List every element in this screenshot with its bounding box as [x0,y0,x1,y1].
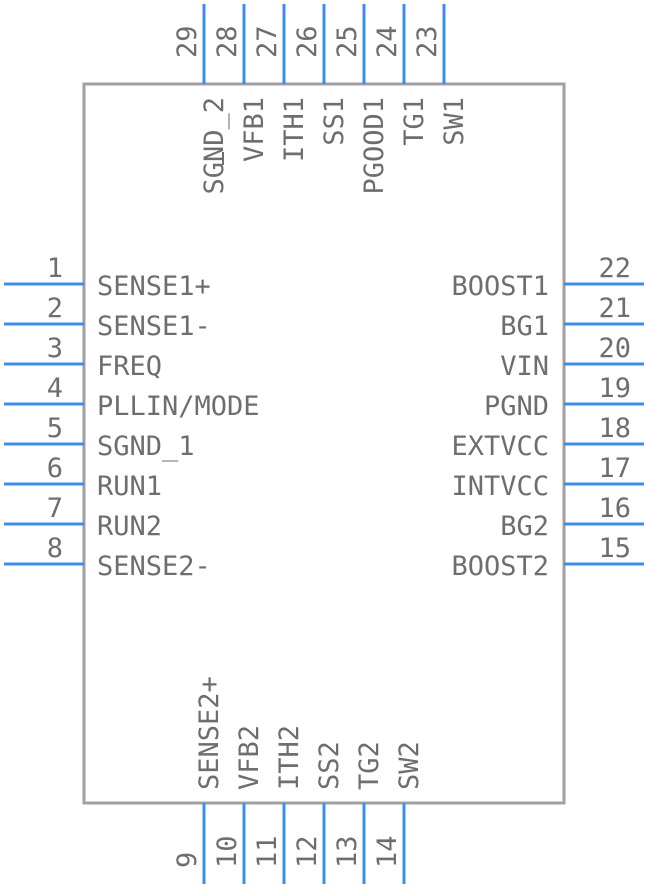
pin-23-number: 23 [412,25,443,58]
pin-15-number: 15 [598,533,631,564]
pin-20-name: VIN [500,351,549,382]
pin-7-number: 7 [47,493,63,524]
pin-20-number: 20 [598,333,631,364]
pin-7-name: RUN2 [97,511,162,542]
pin-14-number: 14 [372,835,403,868]
pin-3-number: 3 [47,333,63,364]
pin-5-number: 5 [47,413,63,444]
pin-9-number: 9 [172,852,203,868]
pin-26-number: 26 [292,25,323,58]
pin-12-name: SS2 [314,741,345,790]
pin-11-name: ITH2 [274,725,305,790]
pin-23-name: SW1 [439,97,470,146]
pin-24-number: 24 [372,25,403,58]
pin-19-number: 19 [598,373,631,404]
pin-11-number: 11 [252,835,283,868]
pin-13-name: TG2 [354,741,385,790]
pin-27-name: ITH1 [279,97,310,162]
pin-21-name: BG1 [500,311,549,342]
pin-14-name: SW2 [394,741,425,790]
pin-16-number: 16 [598,493,631,524]
pin-28-name: VFB1 [239,97,270,162]
pin-2-name: SENSE1- [97,311,211,342]
pin-4-number: 4 [47,373,63,404]
pin-2-number: 2 [47,293,63,324]
pin-12-number: 12 [292,835,323,868]
pin-26-name: SS1 [319,97,350,146]
pin-15-name: BOOST2 [451,551,549,582]
pin-18-name: EXTVCC [451,431,549,462]
pin-10-name: VFB2 [234,725,265,790]
pin-6-name: RUN1 [97,471,162,502]
pin-17-number: 17 [598,453,631,484]
pin-28-number: 28 [212,25,243,58]
pin-4-name: PLLIN/MODE [97,391,260,422]
pin-5-name: SGND_1 [97,431,195,462]
pin-21-number: 21 [598,293,631,324]
pin-24-name: TG1 [399,97,430,146]
pin-10-number: 10 [212,835,243,868]
pin-19-name: PGND [484,391,549,422]
pin-1-name: SENSE1+ [97,271,211,302]
pin-9-name: SENSE2+ [194,676,225,790]
pin-27-number: 27 [252,25,283,58]
pin-22-name: BOOST1 [451,271,549,302]
pin-1-number: 1 [47,253,63,284]
pin-8-name: SENSE2- [97,551,211,582]
pin-25-number: 25 [332,25,363,58]
pin-13-number: 13 [332,835,363,868]
pin-18-number: 18 [598,413,631,444]
pin-3-name: FREQ [97,351,162,382]
pin-29-number: 29 [172,25,203,58]
pin-17-name: INTVCC [451,471,549,502]
pin-6-number: 6 [47,453,63,484]
pin-8-number: 8 [47,533,63,564]
pin-16-name: BG2 [500,511,549,542]
pin-25-name: PGOOD1 [359,97,390,195]
pin-22-number: 22 [598,253,631,284]
pin-29-name: SGND_2 [199,97,230,195]
